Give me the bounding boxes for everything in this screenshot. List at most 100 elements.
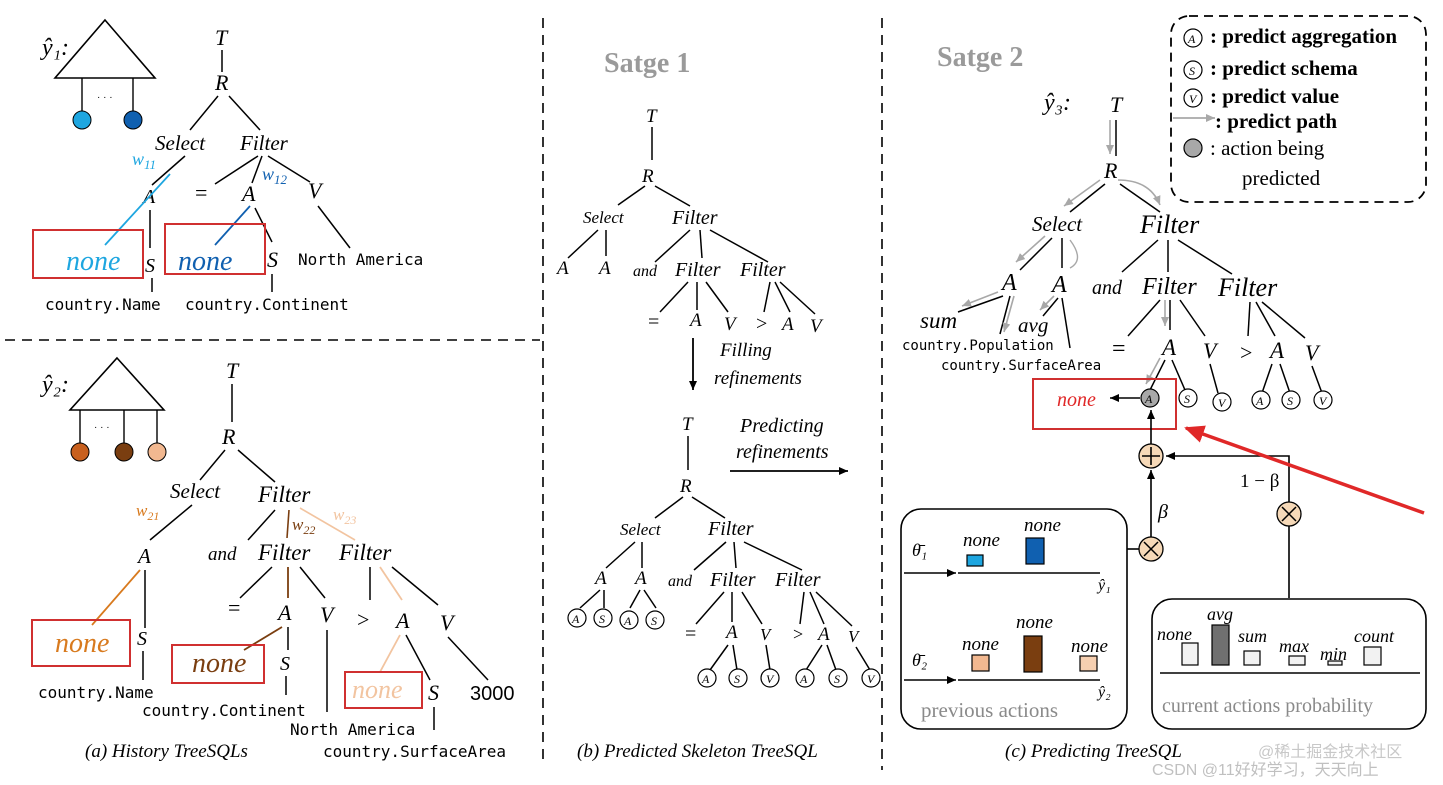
svg-text:A: A (593, 568, 607, 589)
svg-text:β: β (1157, 501, 1168, 523)
y3-label: ŷ₃: (1042, 90, 1071, 116)
svg-text:Filter: Filter (338, 540, 392, 565)
svg-text:A: A (597, 258, 611, 279)
svg-text:Filter: Filter (709, 569, 756, 591)
svg-text:A: A (1255, 394, 1264, 408)
svg-text:S: S (834, 672, 840, 686)
watermark-2: CSDN @11好好学习，天天向上 (1152, 761, 1379, 779)
svg-text:S: S (1287, 394, 1293, 408)
svg-text:A: A (136, 544, 151, 568)
svg-text:A: A (724, 622, 738, 643)
legend-aggregation: : predict aggregation (1210, 24, 1397, 48)
svg-text:sum: sum (1238, 626, 1267, 646)
previous-actions-label: previous actions (921, 698, 1058, 722)
svg-text:Select: Select (170, 479, 221, 503)
svg-text:Filter: Filter (1217, 273, 1278, 302)
svg-text:none: none (352, 675, 403, 704)
dots-2: · · · (94, 422, 110, 433)
predicting-label: Predicting (739, 415, 824, 437)
svg-text:none: none (962, 634, 999, 655)
svg-text:none: none (1016, 612, 1053, 633)
svg-text:w11: w11 (132, 149, 156, 172)
watermark-1: @稀土掘金技术社区 (1258, 743, 1402, 761)
node-T: T (215, 25, 229, 50)
svg-text:Filter: Filter (1139, 210, 1200, 239)
svg-text:S: S (428, 680, 439, 705)
svg-text:1 − β: 1 − β (1240, 471, 1279, 492)
country-continent-1: country.Continent (185, 295, 349, 314)
svg-text:θ̄₂: θ̄₂ (912, 650, 927, 670)
svg-text:V: V (1203, 338, 1219, 363)
svg-text:S: S (137, 628, 147, 650)
svg-text:T: T (646, 106, 658, 127)
svg-text:and: and (208, 544, 237, 565)
svg-text:avg: avg (1207, 604, 1233, 624)
svg-text:V: V (867, 672, 876, 686)
svg-text:ŷ₁: ŷ₁ (1096, 577, 1111, 594)
legend-schema: : predict schema (1210, 56, 1358, 80)
svg-text:R: R (641, 166, 654, 187)
svg-text:V: V (766, 672, 775, 686)
svg-text:A: A (555, 258, 569, 279)
svg-text:S: S (734, 672, 740, 686)
node-R: R (214, 70, 229, 95)
svg-text:none: none (192, 648, 246, 679)
svg-text:=: = (685, 623, 696, 645)
svg-text:avg: avg (1018, 313, 1048, 337)
svg-text:A: A (701, 672, 710, 686)
svg-text:R: R (1103, 158, 1118, 183)
filling-label: Filling (719, 340, 772, 361)
stage1-title: Satge 1 (604, 48, 690, 79)
current-actions-label: current actions probability (1162, 695, 1373, 717)
svg-text:V: V (760, 625, 773, 644)
svg-text:A: A (623, 614, 632, 628)
svg-text:ŷ₂: ŷ₂ (1096, 684, 1111, 701)
svg-text:θ̄₁: θ̄₁ (912, 540, 927, 560)
svg-text:R: R (221, 424, 236, 449)
svg-text:w22: w22 (292, 515, 315, 537)
svg-text:A: A (816, 624, 830, 645)
svg-text:and: and (633, 263, 658, 280)
svg-text:T: T (226, 358, 240, 383)
svg-text:>: > (756, 313, 767, 335)
previous-actions-box (900, 508, 1128, 730)
node-filter: Filter (239, 131, 289, 155)
svg-text:Select: Select (1032, 212, 1083, 236)
none-box-2: none (178, 246, 232, 277)
svg-text:none: none (1157, 624, 1192, 644)
node-select: Select (155, 131, 206, 155)
svg-text:V: V (440, 610, 456, 635)
svg-text:V: V (1305, 340, 1321, 365)
svg-text:country.Continent: country.Continent (142, 701, 306, 720)
svg-text:S: S (280, 653, 290, 675)
svg-text:S: S (1189, 64, 1195, 78)
svg-text:refinements: refinements (736, 441, 829, 463)
panel-dividers (5, 18, 883, 770)
svg-text:Filter: Filter (674, 259, 721, 281)
svg-text:w12: w12 (262, 164, 288, 187)
svg-text:Filter: Filter (739, 259, 786, 281)
svg-text:A: A (1187, 32, 1196, 46)
svg-text:Filter: Filter (671, 207, 718, 229)
y2-label: ŷ₂: (40, 372, 69, 398)
svg-text:T: T (1110, 92, 1124, 117)
svg-text:sum: sum (920, 308, 957, 333)
svg-text:predicted: predicted (1242, 166, 1321, 190)
caption-b: (b) Predicted Skeleton TreeSQL (577, 741, 818, 762)
svg-text:w23: w23 (333, 505, 356, 527)
svg-text:max: max (1279, 636, 1309, 656)
svg-text:A: A (571, 612, 580, 626)
svg-text:country.SurfaceArea: country.SurfaceArea (941, 358, 1101, 374)
skeleton-panel: Satge 1 T R Select Filter A A and Filter… (555, 48, 881, 762)
svg-text:and: and (1092, 277, 1123, 299)
svg-text:S: S (1184, 392, 1190, 406)
svg-text:>: > (1240, 340, 1252, 365)
svg-text:Filter: Filter (257, 540, 311, 565)
node-A2: A (240, 181, 256, 206)
svg-text:3000: 3000 (470, 683, 515, 705)
svg-text:V: V (1218, 396, 1227, 410)
svg-text:A: A (1144, 392, 1153, 406)
dots-1: · · · (97, 92, 113, 103)
svg-text:country.Name: country.Name (38, 683, 154, 702)
